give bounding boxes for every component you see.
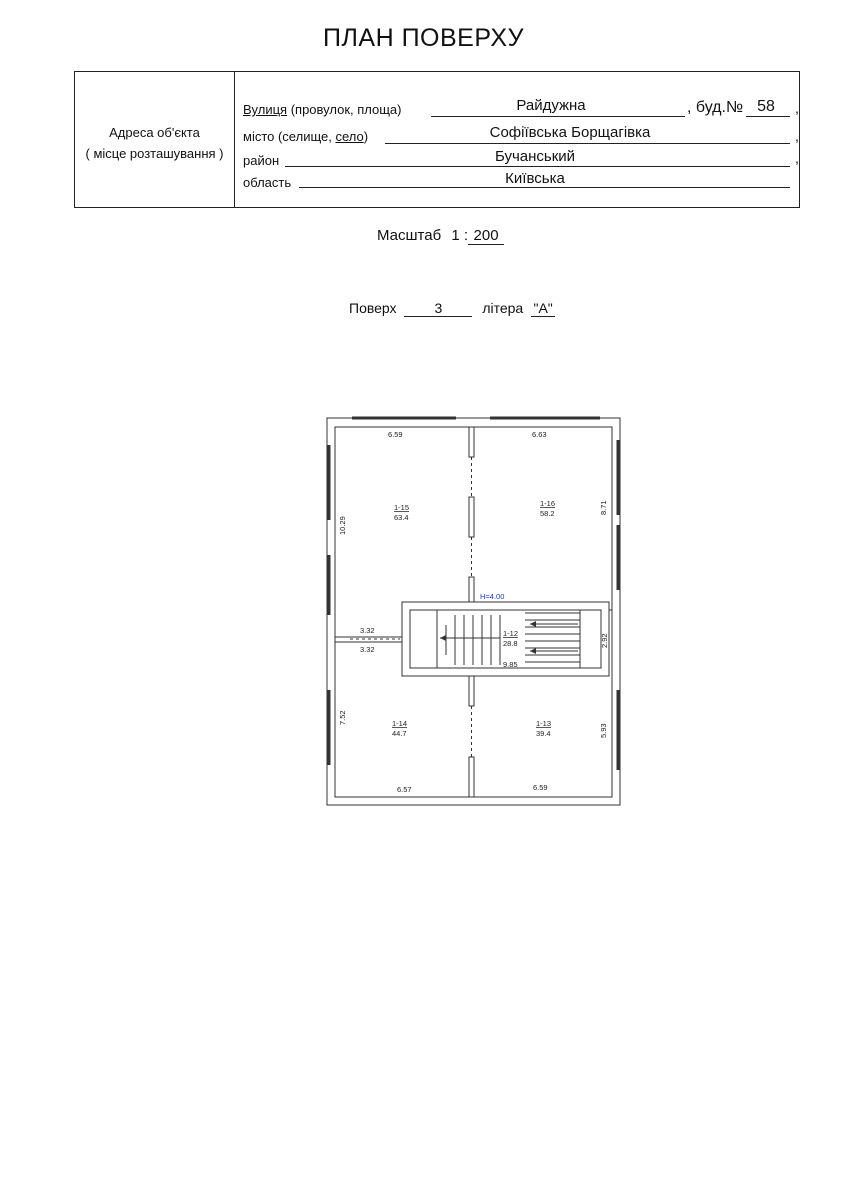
dim-stair-right: 2.92 bbox=[600, 633, 609, 648]
outer-wall bbox=[326, 417, 621, 806]
dim-right-upper: 8.71 bbox=[599, 500, 608, 515]
city-value: Софіївська Борщагівка bbox=[489, 124, 651, 141]
dim-corridor-lower: 3.32 bbox=[360, 645, 375, 654]
city-comma: , bbox=[795, 128, 799, 144]
page-title: ПЛАН ПОВЕРХУ bbox=[323, 24, 524, 52]
region-fill-line bbox=[299, 187, 790, 188]
building-label: , буд.№ bbox=[687, 99, 744, 116]
partition bbox=[468, 576, 475, 603]
stair-arrow bbox=[530, 648, 536, 654]
room-id-1-16: 1-16 bbox=[540, 499, 555, 508]
partition bbox=[468, 675, 475, 707]
district-comma: , bbox=[795, 150, 799, 166]
room-area-1-15: 63.4 bbox=[394, 513, 409, 522]
city-fill-line bbox=[385, 143, 790, 144]
room-id-1-13: 1-13 bbox=[536, 719, 551, 728]
scale-value: 200 bbox=[468, 227, 505, 245]
address-label-line1: Адреса об'єкта bbox=[109, 125, 200, 140]
street-value: Райдужна bbox=[516, 97, 586, 114]
street-row-label: Вулиця (провулок, площа) bbox=[243, 102, 402, 117]
street-fill-line bbox=[431, 116, 685, 117]
street-label: Вулиця bbox=[243, 102, 288, 117]
dim-bottom-right: 6.59 bbox=[533, 783, 548, 792]
partition bbox=[468, 756, 475, 798]
city-label-end: ) bbox=[363, 129, 369, 144]
partition bbox=[468, 426, 475, 458]
building-fill-line bbox=[746, 116, 790, 117]
dim-corridor-upper: 3.32 bbox=[360, 626, 375, 635]
room-area-1-16: 58.2 bbox=[540, 509, 555, 518]
district-fill-line bbox=[285, 166, 790, 167]
street-label-rest: (провулок, площа) bbox=[290, 102, 402, 117]
room-area-1-14: 44.7 bbox=[392, 729, 407, 738]
region-value: Київська bbox=[505, 170, 565, 187]
region-label: область bbox=[243, 175, 292, 190]
address-label: Адреса об'єкта ( місце розташування ) bbox=[75, 122, 234, 164]
stair-arrow bbox=[440, 635, 446, 641]
address-table: Адреса об'єкта ( місце розташування ) Ву… bbox=[74, 71, 800, 208]
building-value: 58 bbox=[757, 98, 775, 115]
dim-top-left: 6.59 bbox=[388, 430, 403, 439]
stair-block-outer bbox=[401, 601, 610, 677]
letter-value: "А" bbox=[531, 300, 556, 317]
stair-arrow bbox=[530, 621, 536, 627]
floor-value: 3 bbox=[404, 300, 473, 317]
room-area-1-12: 28.8 bbox=[503, 639, 518, 648]
address-label-line2: ( місце розташування ) bbox=[85, 146, 224, 161]
district-label: район bbox=[243, 153, 280, 168]
district-value: Бучанський bbox=[494, 148, 576, 165]
dim-left-lower: 7.52 bbox=[338, 710, 347, 725]
dim-right-lower: 5.93 bbox=[599, 723, 608, 738]
room-id-1-15: 1-15 bbox=[394, 503, 409, 512]
stair-block-inner bbox=[409, 609, 602, 669]
room-id-1-12: 1-12 bbox=[503, 629, 518, 638]
table-divider bbox=[234, 72, 235, 207]
scale-line: Масштаб 1 :200 bbox=[377, 227, 505, 245]
inner-wall bbox=[334, 426, 613, 798]
room-area-1-13: 39.4 bbox=[536, 729, 551, 738]
dim-stair-bottom: 9.85 bbox=[503, 660, 518, 669]
height-label: H=4.00 bbox=[480, 592, 504, 601]
city-label-underlined: село bbox=[335, 129, 364, 144]
scale-label: Масштаб bbox=[377, 227, 442, 244]
street-comma: , bbox=[795, 100, 799, 116]
floor-label: Поверх bbox=[349, 300, 397, 316]
city-row-label: місто (селище, село) bbox=[243, 129, 368, 144]
partition bbox=[468, 496, 475, 538]
scale-prefix: 1 : bbox=[451, 227, 469, 244]
city-label-start: місто (селище, bbox=[243, 129, 332, 144]
floor-line: Поверх 3 літера "А" bbox=[349, 300, 556, 317]
dim-bottom-left: 6.57 bbox=[397, 785, 412, 794]
room-id-1-14: 1-14 bbox=[392, 719, 407, 728]
dim-left-upper: 10.29 bbox=[338, 516, 347, 535]
letter-label: літера bbox=[482, 300, 524, 316]
dim-top-right: 6.63 bbox=[532, 430, 547, 439]
